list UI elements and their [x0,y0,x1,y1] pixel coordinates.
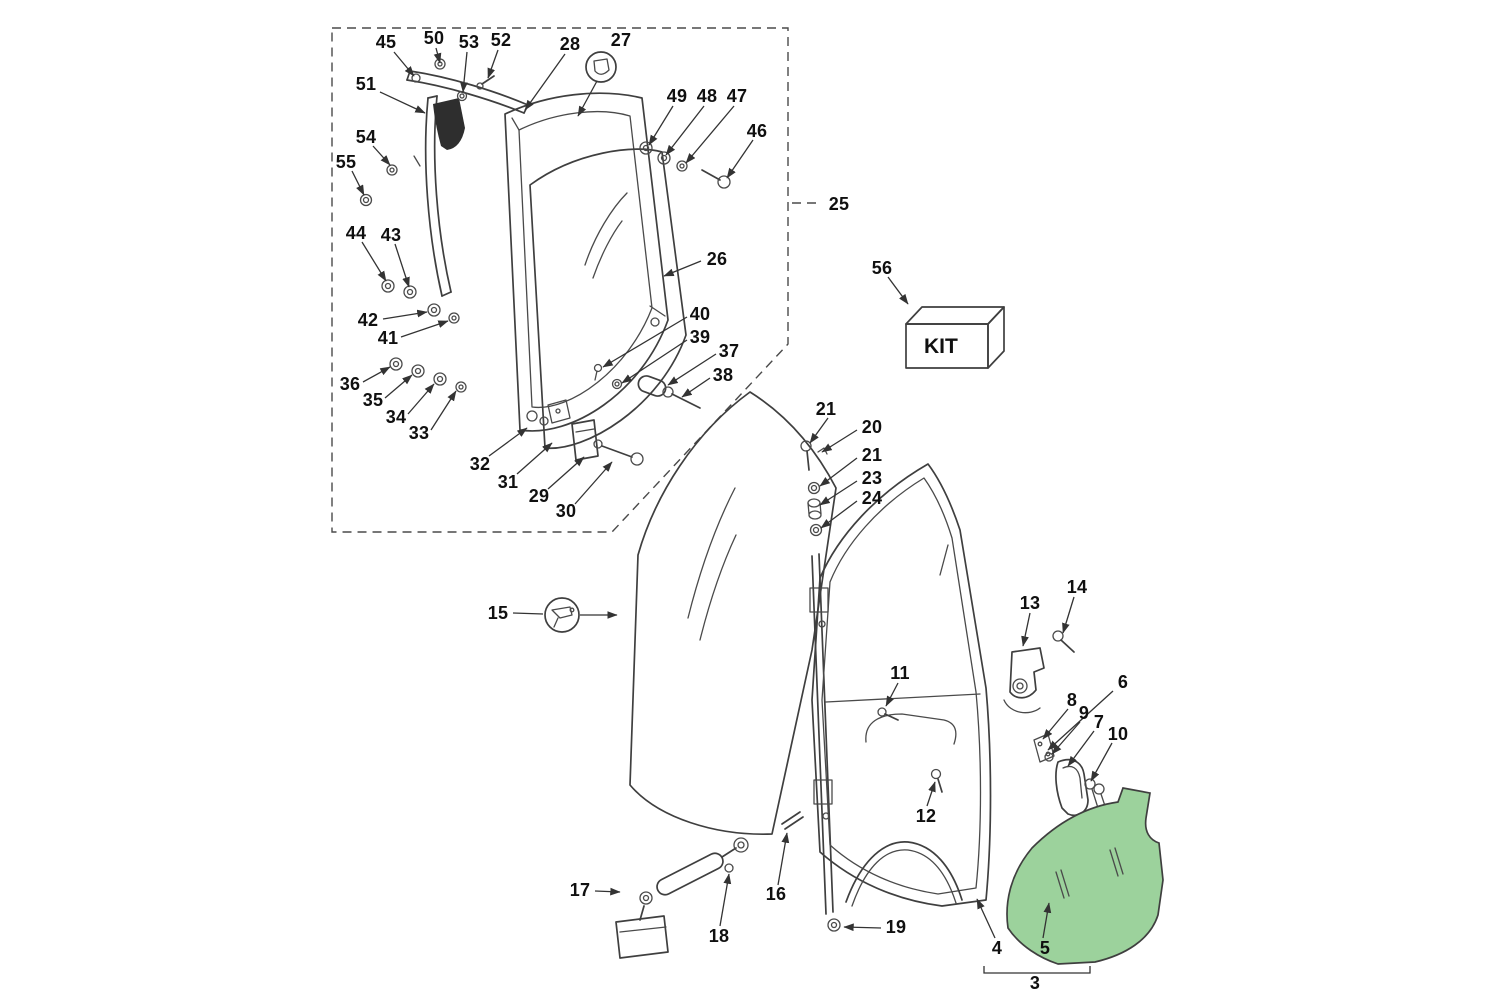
callout-19: 19 [885,917,907,937]
callout-31: 31 [497,472,519,492]
bracket-3 [983,966,1091,974]
kit-box: KIT [905,306,1005,369]
upper-channel-strip [406,70,529,114]
callout-52: 52 [490,30,512,50]
hinge-hardware [526,399,644,466]
callout-38: 38 [712,365,734,385]
callout-41: 41 [377,328,399,348]
callout-40: 40 [689,304,711,324]
callout-26: 26 [706,249,728,269]
callout-20: 20 [861,417,883,437]
callout-36: 36 [339,374,361,394]
callout-28: 28 [559,34,581,54]
callout-21: 21 [861,445,883,465]
callout-39: 39 [689,327,711,347]
callout-49: 49 [666,86,688,106]
latch-keeper [433,98,465,150]
callout-47: 47 [726,86,748,106]
retaining-pin [781,811,804,830]
callout-21: 21 [815,399,837,419]
callout-33: 33 [408,423,430,443]
gas-strut [615,837,749,959]
callout-27: 27 [610,30,632,50]
callout-44: 44 [345,223,367,243]
callout-50: 50 [423,28,445,48]
dashed-boundary [331,27,789,533]
callout-53: 53 [458,32,480,52]
callout-30: 30 [555,501,577,521]
callout-23: 23 [861,468,883,488]
door-latch [1003,630,1075,714]
callout-7: 7 [1093,712,1105,732]
kit-box-label: KIT [924,335,958,358]
callout-45: 45 [375,32,397,52]
callout-24: 24 [861,488,883,508]
fender-panel-highlighted [1006,787,1164,965]
callout-17: 17 [569,880,591,900]
callout-34: 34 [385,407,407,427]
callout-32: 32 [469,454,491,474]
callout-10: 10 [1107,724,1129,744]
fastener-row-33-36 [389,357,467,393]
door-glass [629,391,837,835]
callout-42: 42 [357,310,379,330]
window-frame [504,92,669,432]
callout-5: 5 [1039,938,1051,958]
window-channel-handle [413,95,465,297]
spacer-and-bolts [593,363,701,409]
callout-11: 11 [890,663,910,683]
door-bolts [877,707,943,793]
callout-56: 56 [871,258,893,278]
fastener-row-47-49 [639,141,731,189]
callout-8: 8 [1066,690,1078,710]
spray-gun-icon [544,597,580,633]
callout-14: 14 [1066,577,1088,597]
callout-29: 29 [528,486,550,506]
callout-9: 9 [1078,703,1090,723]
fastener-row-41-44 [381,279,460,324]
door-shell [811,463,992,907]
callout-4: 4 [991,938,1003,958]
callout-15: 15 [487,603,509,623]
highlighted-panel-shape [1006,787,1164,965]
callout-18: 18 [708,926,730,946]
callout-48: 48 [696,86,718,106]
callout-6: 6 [1117,672,1129,692]
callout-55: 55 [335,152,357,172]
callout-51: 51 [355,74,377,94]
leader-lines [351,47,1114,974]
callout-43: 43 [380,225,402,245]
callout-25: 25 [828,194,850,214]
callout-46: 46 [746,121,768,141]
callout-13: 13 [1019,593,1041,613]
callout-35: 35 [362,390,384,410]
callout-16: 16 [765,884,787,904]
callout-12: 12 [915,806,937,826]
hinge-rod-assembly [800,440,841,932]
callout-37: 37 [718,341,740,361]
door-handle-group [1033,733,1108,817]
window-glass [529,148,687,450]
callout-54: 54 [355,127,377,147]
clip-hook-icon [585,51,617,83]
callout-3: 3 [1029,973,1041,993]
